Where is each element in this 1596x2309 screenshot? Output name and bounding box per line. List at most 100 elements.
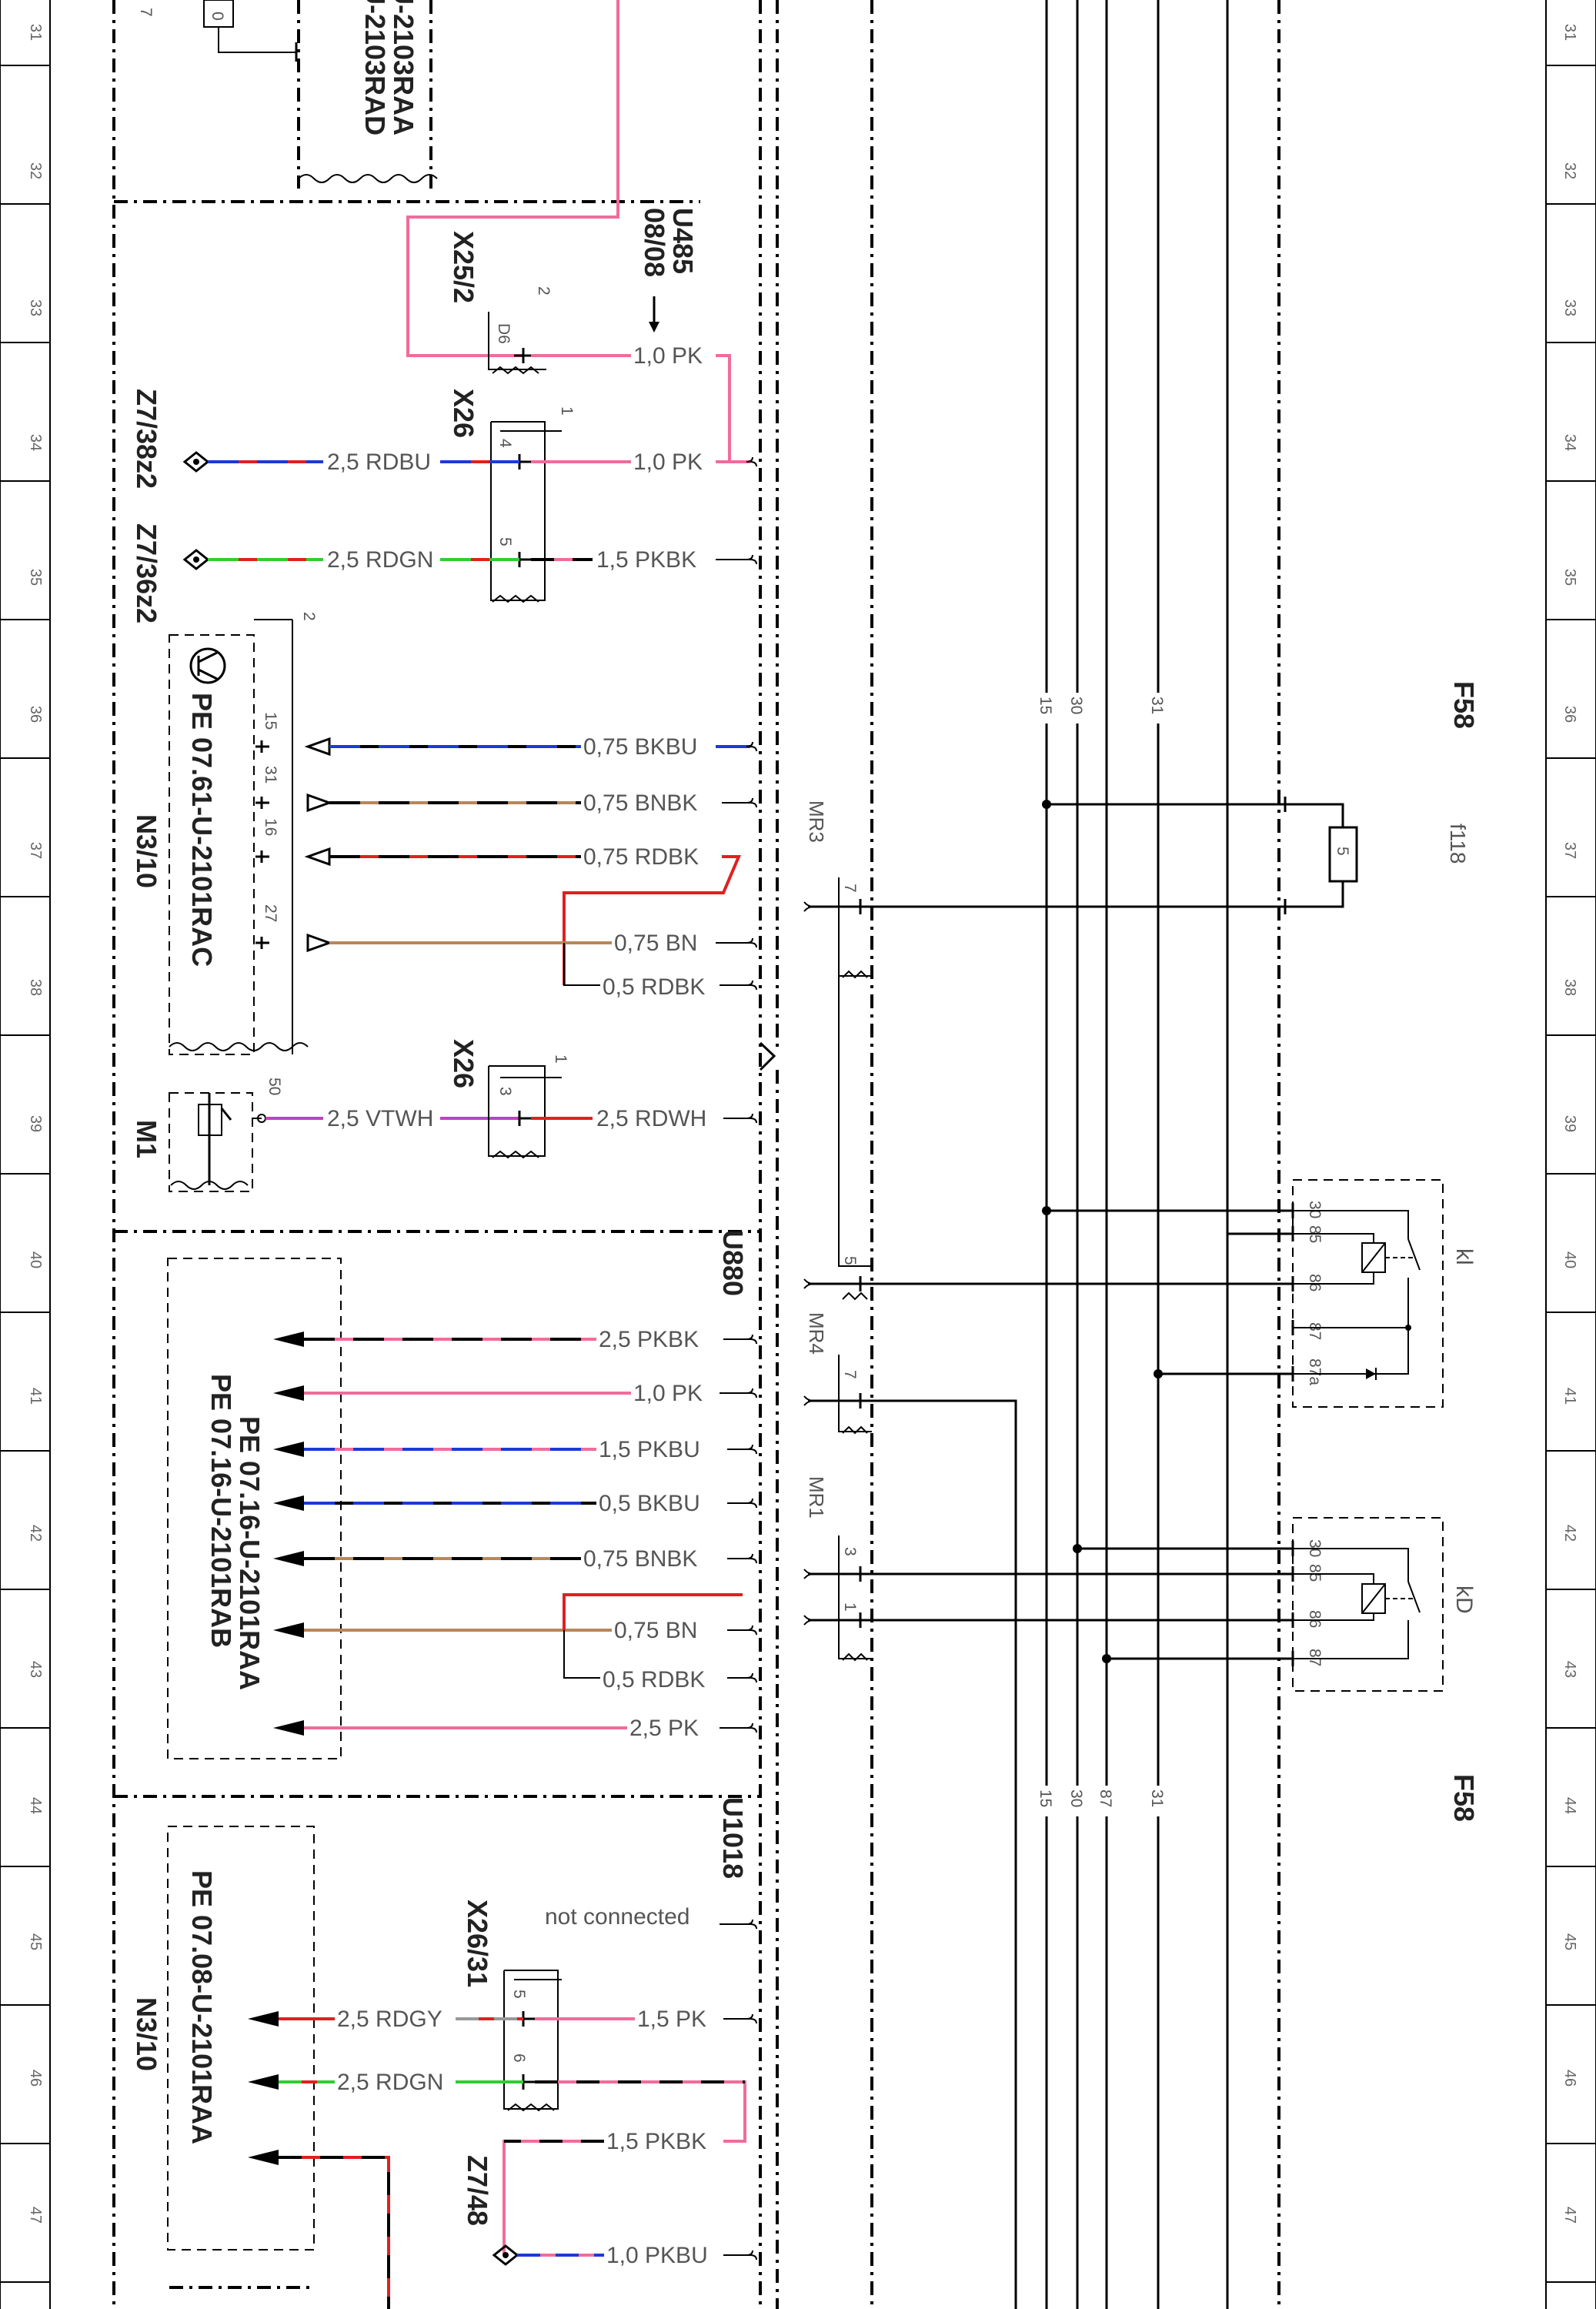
x26-label-a: X26 [448, 389, 479, 438]
grid-row-36-right: 36 [1561, 706, 1578, 723]
u485-arrow-icon [649, 296, 659, 332]
grid-row-41: 41 [27, 1388, 44, 1405]
wire-label-0-75-bn: 0,75 BN [614, 931, 697, 956]
u1018-wires: 2,5 RDGY 1,5 PK 2,5 RDGN 1,5 PKBK [248, 2007, 746, 2309]
x25-2-label: X25/2 [448, 231, 479, 303]
wire-label-2-5-pkbk: 2,5 PKBK [599, 1327, 699, 1352]
grid-row-40-right: 40 [1561, 1251, 1578, 1268]
bus-label-30-bottom: 30 [1067, 1789, 1085, 1807]
wire-label-1-0-pk-a: 1,0 PK [633, 343, 703, 369]
u880-label: U880 [717, 1230, 749, 1296]
wire-label-2-5-rdbu: 2,5 RDBU [327, 449, 431, 475]
f58-label-bottom: F58 [1448, 1774, 1480, 1822]
frame-bracket [759, 1041, 776, 1071]
wire-label-1-0-pkbu: 1,0 PKBU [606, 2243, 708, 2268]
grid-row-39: 39 [27, 1115, 44, 1132]
kd-pin-87: 87 [1306, 1649, 1324, 1666]
grid-row-37: 37 [27, 842, 44, 859]
wire-label-2-5-rdgy: 2,5 RDGY [337, 2007, 442, 2032]
wire-label-2-5-pk: 2,5 PK [629, 1716, 699, 1741]
grid-row-32-right: 32 [1561, 162, 1578, 179]
ref-pe-0716rab: PE 07.16-U-2101RAB [205, 1374, 237, 1648]
relay-kd-label: kD [1451, 1586, 1477, 1614]
grid-row-34: 34 [27, 434, 44, 451]
u485-label: U485 [667, 208, 699, 274]
top-component: 0 7 U-2103RAA U-2103RAD [137, 0, 438, 183]
n3-10-label-b: N3/10 [131, 1997, 162, 2071]
mr4-label: MR4 [805, 1312, 828, 1355]
grid-row-41-right: 41 [1561, 1388, 1578, 1405]
wire-label-0-75-bkbu: 0,75 BKBU [583, 734, 697, 760]
wire-label-0-5-rdbk: 0,5 RDBK [603, 974, 705, 1000]
f58-label-top: F58 [1448, 681, 1480, 729]
grid-row-32: 32 [27, 162, 44, 179]
signal-wire-bnbk: 0,75 BNBK [306, 790, 697, 816]
ref-u-2103rad: U-2103RAD [359, 0, 391, 135]
pin-0: 0 [209, 12, 226, 21]
grid-row-39-right: 39 [1561, 1115, 1578, 1132]
pin-d6: D6 [495, 323, 513, 344]
grid-row-31: 31 [27, 24, 44, 41]
wire-label-0-5-bkbu: 0,5 BKBU [599, 1491, 700, 1516]
pin-5-x2631: 5 [510, 1990, 528, 1999]
transistor-icon [189, 647, 226, 684]
fuse-value: 5 [1334, 847, 1351, 856]
pin-31: 31 [262, 766, 279, 784]
signal-wire-bkbu: 0,75 BKBU [304, 734, 750, 760]
wire-label-0-75-bnbk-b: 0,75 BNBK [583, 1546, 697, 1572]
u880-wires: 2,5 PKBK 1,0 PK 1,5 PKBU 0,5 BKBU 0,75 B… [273, 1327, 743, 1741]
mr1-label: MR1 [805, 1476, 828, 1519]
relay-kd: 30 85 86 87 [1292, 1517, 1444, 1692]
m1-label: M1 [131, 1120, 162, 1158]
ref-pe-0716raa: PE 07.16-U-2101RAA [234, 1416, 265, 1690]
pin-mr3-7: 7 [841, 884, 859, 893]
n3-10-block-a: 2 15 31 16 27 PE 07.61-U-2101RAC N3/10 [131, 612, 318, 1055]
pin-4: 4 [496, 439, 514, 448]
grid-row-43-right: 43 [1561, 1661, 1578, 1678]
connector-mr1: MR1 3 1 [803, 1476, 872, 1662]
grid-row-45-right: 45 [1561, 1933, 1578, 1950]
connector-mr4: 5 MR4 7 [803, 970, 872, 1435]
grid-row-40: 40 [27, 1251, 44, 1268]
z7-48-label: Z7/48 [462, 2155, 493, 2226]
bus-label-15-bottom: 15 [1037, 1789, 1054, 1807]
x26-31-label: X26/31 [462, 1900, 493, 1987]
mr3-label: MR3 [805, 800, 828, 843]
pin-1-x26b: 1 [552, 1054, 569, 1064]
wire-1-0-pk-a-route [716, 354, 750, 463]
grid-row-35-right: 35 [1561, 569, 1578, 586]
bus-label-30-top: 30 [1067, 697, 1085, 714]
grid-row-42: 42 [27, 1525, 44, 1542]
u1018-target-box [167, 1826, 315, 2251]
bus-lines [1014, 0, 1229, 2309]
wire-label-1-5-pkbk: 1,5 PKBK [596, 547, 696, 573]
grid-ruler-left [0, 0, 51, 2309]
ref-u-2103raa: U-2103RAA [388, 0, 419, 135]
connector-x26-b: X26 1 3 [448, 1039, 569, 1159]
connector-mr3: MR3 7 [803, 800, 872, 979]
pin-6-x2631: 6 [510, 2053, 528, 2063]
grid-row-35: 35 [27, 569, 44, 586]
grid-row-44-right: 44 [1561, 1797, 1578, 1814]
pin-mr4-5: 5 [841, 1256, 859, 1265]
signal-wire-rdbk: 0,75 RDBK [304, 844, 742, 985]
pin-5: 5 [496, 537, 514, 546]
wire-label-0-75-bn-b: 0,75 BN [614, 1618, 697, 1643]
top-label-7: 7 [137, 8, 155, 17]
grid-row-34-right: 34 [1561, 434, 1578, 451]
grid-row-33: 33 [27, 299, 44, 316]
pin-1: 1 [558, 406, 576, 416]
fuse-f118: 5 f118 [1285, 803, 1470, 908]
kl-pin-30: 30 [1306, 1201, 1324, 1218]
z7-38z2-diamond-icon [182, 451, 210, 473]
pin-2: 2 [535, 286, 553, 296]
pin-2-n3: 2 [300, 612, 318, 621]
horizontal-interconnects [860, 800, 1293, 2309]
ref-pe-0761: PE 07.61-U-2101RAC [186, 693, 218, 967]
wire-u485-pink [406, 0, 619, 357]
pin-3-x26b: 3 [496, 1087, 514, 1096]
z7-36z2-diamond-icon [182, 549, 210, 570]
z7-36z2-label: Z7/36z2 [131, 523, 162, 623]
z7-38z2-label: Z7/38z2 [131, 389, 162, 489]
